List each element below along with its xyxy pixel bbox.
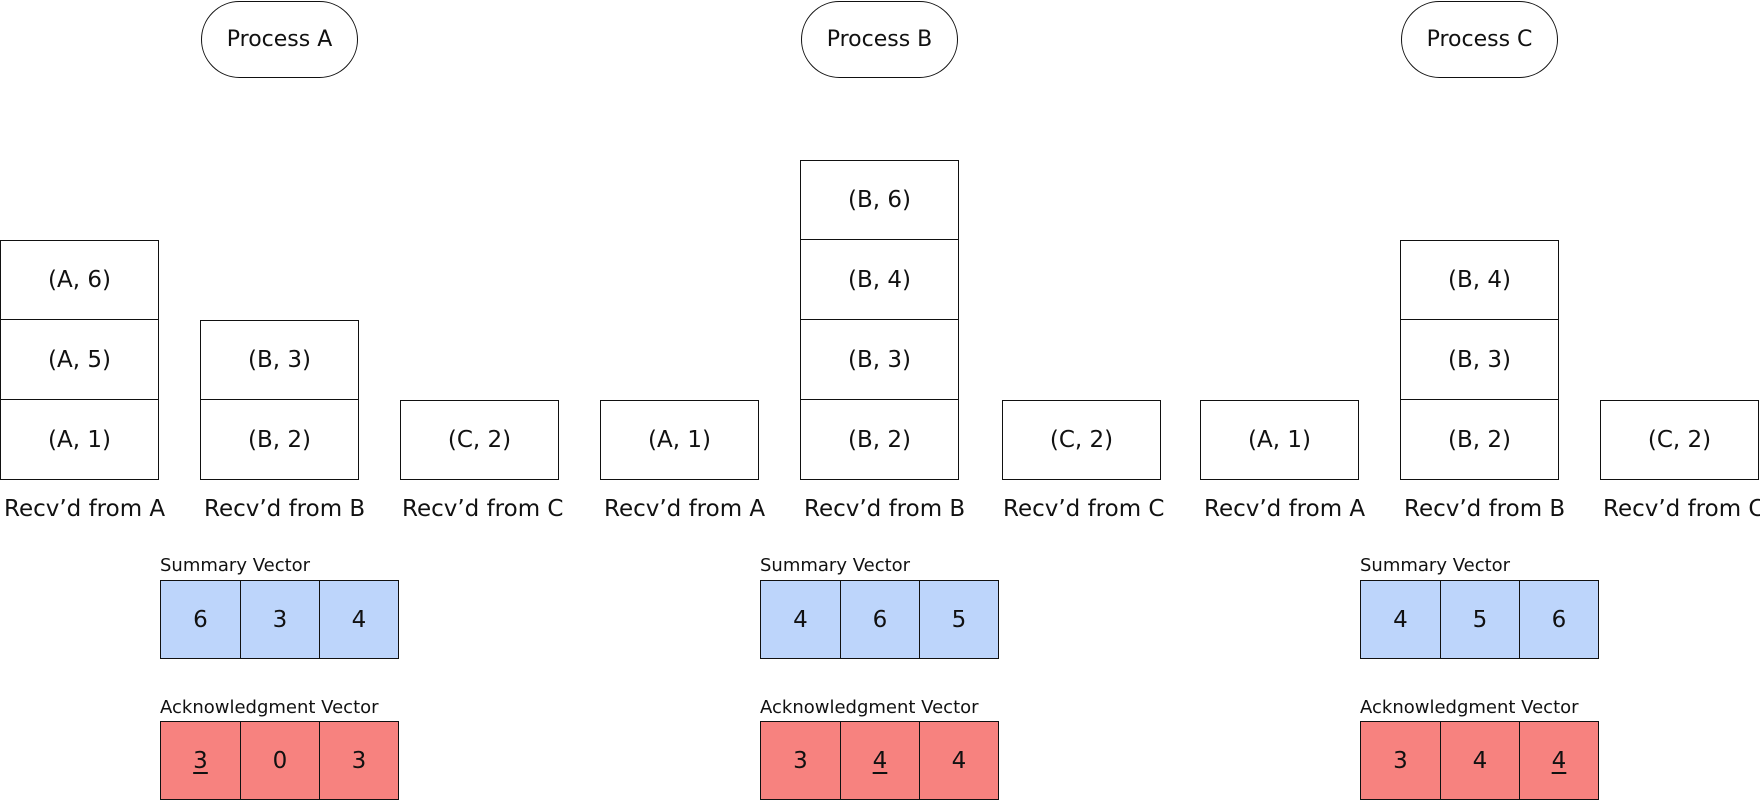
process-a-node: Process A xyxy=(201,1,358,78)
underlined-value: 3 xyxy=(193,747,208,774)
vector-cell: 6 xyxy=(840,581,919,658)
process-c-node: Process C xyxy=(1401,1,1558,78)
summary-vector: 6 3 4 xyxy=(160,580,399,659)
process-b-recv-from-a-stack: (A, 1) xyxy=(600,400,759,480)
vector-cell: 6 xyxy=(1519,581,1598,658)
process-a-recv-from-c-stack: (C, 2) xyxy=(400,400,559,480)
entry-cell: (C, 2) xyxy=(1002,400,1161,480)
vector-cell: 3 xyxy=(161,722,240,799)
entry-cell: (B, 4) xyxy=(800,240,959,320)
entry-cell: (B, 3) xyxy=(1400,320,1559,400)
vector-cell: 5 xyxy=(919,581,998,658)
summary-vector-label: Summary Vector xyxy=(1360,555,1511,576)
column-label: Recv’d from C xyxy=(402,496,564,522)
summary-vector-label: Summary Vector xyxy=(760,555,911,576)
vector-cell: 5 xyxy=(1440,581,1519,658)
ack-vector-label: Acknowledgment Vector xyxy=(1360,697,1579,718)
entry-cell: (B, 6) xyxy=(800,160,959,240)
ack-vector: 3 0 3 xyxy=(160,721,399,800)
ack-vector: 3 4 4 xyxy=(760,721,999,800)
entry-cell: (C, 2) xyxy=(400,400,559,480)
process-a-recv-from-a-stack: (A, 6) (A, 5) (A, 1) xyxy=(0,240,159,480)
process-b-node: Process B xyxy=(801,1,958,78)
vector-cell: 3 xyxy=(319,722,398,799)
column-label: Recv’d from B xyxy=(804,496,966,522)
process-c-recv-from-c-stack: (C, 2) xyxy=(1600,400,1759,480)
column-label: Recv’d from A xyxy=(604,496,766,522)
column-label: Recv’d from B xyxy=(1404,496,1566,522)
column-label: Recv’d from C xyxy=(1603,496,1760,522)
entry-cell: (A, 1) xyxy=(1200,400,1359,480)
entry-cell: (A, 5) xyxy=(0,320,159,400)
vector-cell: 4 xyxy=(793,606,808,633)
column-label: Recv’d from A xyxy=(1204,496,1366,522)
vector-cell: 3 xyxy=(1393,747,1408,774)
vector-cell: 3 xyxy=(240,581,319,658)
summary-vector-label: Summary Vector xyxy=(160,555,311,576)
vector-cell: 4 xyxy=(319,581,398,658)
process-a-recv-from-b-stack: (B, 3) (B, 2) xyxy=(200,320,359,480)
process-b-recv-from-b-stack: (B, 6) (B, 4) (B, 3) (B, 2) xyxy=(800,160,959,480)
entry-cell: (C, 2) xyxy=(1600,400,1759,480)
process-c-recv-from-b-stack: (B, 4) (B, 3) (B, 2) xyxy=(1400,240,1559,480)
process-b-recv-from-c-stack: (C, 2) xyxy=(1002,400,1161,480)
entry-cell: (B, 2) xyxy=(1400,400,1559,480)
vector-cell: 4 xyxy=(919,722,998,799)
vector-cell: 0 xyxy=(240,722,319,799)
column-label: Recv’d from B xyxy=(204,496,366,522)
entry-cell: (A, 1) xyxy=(0,400,159,480)
entry-cell: (A, 6) xyxy=(0,240,159,320)
underlined-value: 4 xyxy=(872,747,888,774)
vector-cell: 6 xyxy=(193,606,208,633)
vector-cell: 4 xyxy=(1393,606,1408,633)
summary-vector: 4 5 6 xyxy=(1360,580,1599,659)
summary-vector: 4 6 5 xyxy=(760,580,999,659)
vector-cell: 4 xyxy=(1519,722,1598,799)
vector-cell: 3 xyxy=(793,747,808,774)
vector-cell: 4 xyxy=(840,722,919,799)
entry-cell: (B, 2) xyxy=(200,400,359,480)
entry-cell: (B, 2) xyxy=(800,400,959,480)
entry-cell: (B, 4) xyxy=(1400,240,1559,320)
vector-cell: 4 xyxy=(1440,722,1519,799)
process-c-recv-from-a-stack: (A, 1) xyxy=(1200,400,1359,480)
column-label: Recv’d from A xyxy=(4,496,166,522)
entry-cell: (B, 3) xyxy=(800,320,959,400)
entry-cell: (A, 1) xyxy=(600,400,759,480)
underlined-value: 4 xyxy=(1551,747,1567,774)
ack-vector: 3 4 4 xyxy=(1360,721,1599,800)
ack-vector-label: Acknowledgment Vector xyxy=(160,697,379,718)
ack-vector-label: Acknowledgment Vector xyxy=(760,697,979,718)
entry-cell: (B, 3) xyxy=(200,320,359,400)
column-label: Recv’d from C xyxy=(1003,496,1165,522)
